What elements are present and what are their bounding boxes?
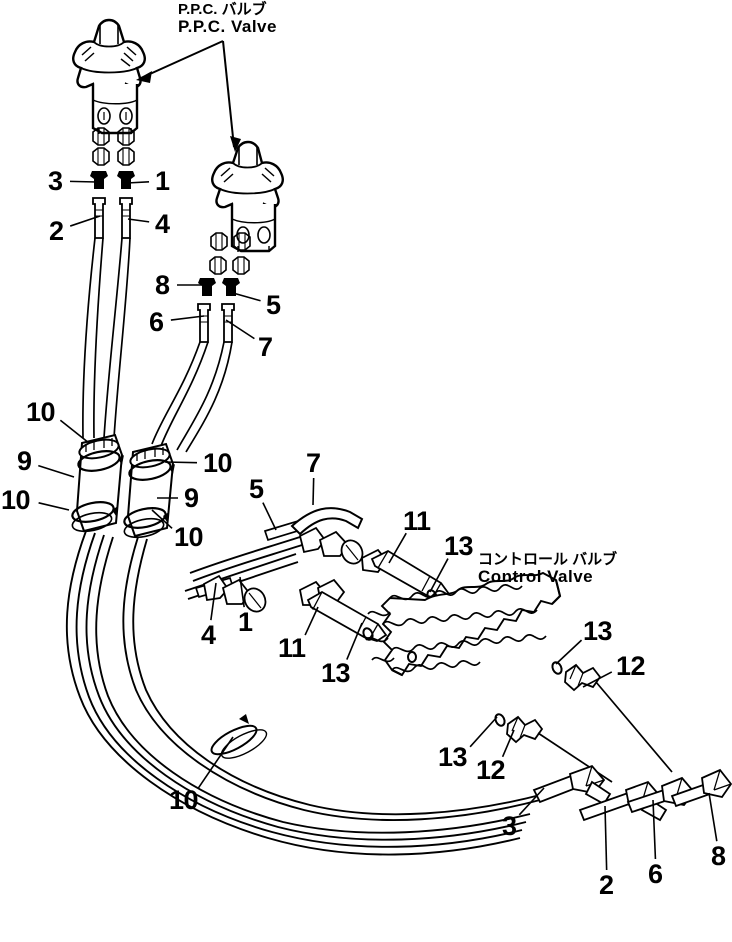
callout-number: 9 [184,483,199,513]
callout-number: 8 [711,841,726,871]
callout-number: 12 [616,651,646,681]
callout-number: 8 [155,270,170,300]
callout-number: 4 [155,209,170,239]
callout-leader-line [518,787,545,816]
callout-number: 5 [249,474,264,504]
callout-leader-line [239,576,245,608]
callout-leader-line [151,509,173,529]
callout-leader-line [312,477,315,506]
callout-number: 11 [278,633,306,663]
callout-number: 6 [149,307,164,337]
callout-leader-line [652,799,657,860]
callout-leader-line [126,181,150,184]
ppc-valve-label-en: P.P.C. Valve [178,16,277,36]
hose-sleeve-assembly-left [71,433,124,533]
callout-number: 10 [169,785,199,815]
callout-leader-line [388,532,407,564]
ppc-valve-label-jp: P.P.C. バルブ [178,1,267,18]
callout-leader-line [346,622,363,660]
callout-number: 1 [155,166,170,196]
part-7-elbow-bend [290,507,364,536]
callout-number: 13 [583,616,613,646]
callout-leader-line [38,464,75,478]
hose-sleeve-assembly-right [123,442,175,539]
callout-number: 10 [1,485,31,515]
callout-number: 1 [238,607,253,637]
callout-number: 2 [599,870,614,900]
callout-leader-line [582,671,613,688]
callout-leader-line [127,218,150,223]
callout-leader-line [262,502,277,531]
callout-leader-line [170,315,205,321]
callout-leader-line [59,419,90,444]
callout-leader-line [708,792,718,842]
callout-number: 13 [444,531,474,561]
callout-number: 7 [258,332,273,362]
ppc-valve-label-leaders [136,40,241,152]
callout-number: 13 [321,658,351,688]
callout-leader-line [69,180,98,183]
callout-number: 2 [49,216,64,246]
ppc-valve-body-right [211,140,284,253]
control-valve-label-en: Control Valve [478,566,594,586]
control-valve-block [365,571,562,677]
callout-number: 12 [476,755,506,785]
callout-number: 6 [648,859,663,889]
callout-number: 3 [502,811,517,841]
callout-number: 7 [306,448,321,478]
callout-leader-line [38,502,70,511]
callout-leader-line [232,292,261,302]
control-valve-label-jp: コントロール バルブ [478,551,618,568]
callout-leader-line [555,639,583,665]
ppc-valve-label: P.P.C. バルブ P.P.C. Valve [178,2,277,35]
callout-leader-line [429,558,449,593]
callout-number: 3 [48,166,63,196]
callout-number: 9 [17,446,32,476]
hose-main-runs [65,530,545,856]
control-valve-label: コントロール バルブ Control Valve [478,552,617,585]
callout-leader-line [197,736,234,789]
part-8-hose-end-bottom [670,768,732,808]
callout-number: 13 [438,742,468,772]
callout-leader-line [210,582,217,621]
ppc-valve-body-left [72,18,146,135]
lower-clamp-band [210,714,268,759]
hose-bundle-right [151,341,233,453]
hose-bundle-left [82,237,131,439]
callout-leader-line [469,716,498,748]
callout-leader-line [69,215,101,227]
callout-leader-line [501,729,515,758]
callout-number: 10 [26,397,56,427]
callout-number: 10 [203,448,233,478]
callout-number: 5 [266,290,281,320]
fitting-stack-left [90,127,135,239]
callout-leader-line [225,319,255,340]
callout-number: 10 [174,522,204,552]
callout-leader-line [604,805,608,871]
part-3-hose-end [532,764,612,806]
callout-number: 4 [201,620,216,650]
valve-inlet-elbow-upper [298,526,388,573]
callout-number: 11 [403,506,431,536]
callout-leader-line [304,606,319,636]
callout-leader-line [164,461,198,464]
